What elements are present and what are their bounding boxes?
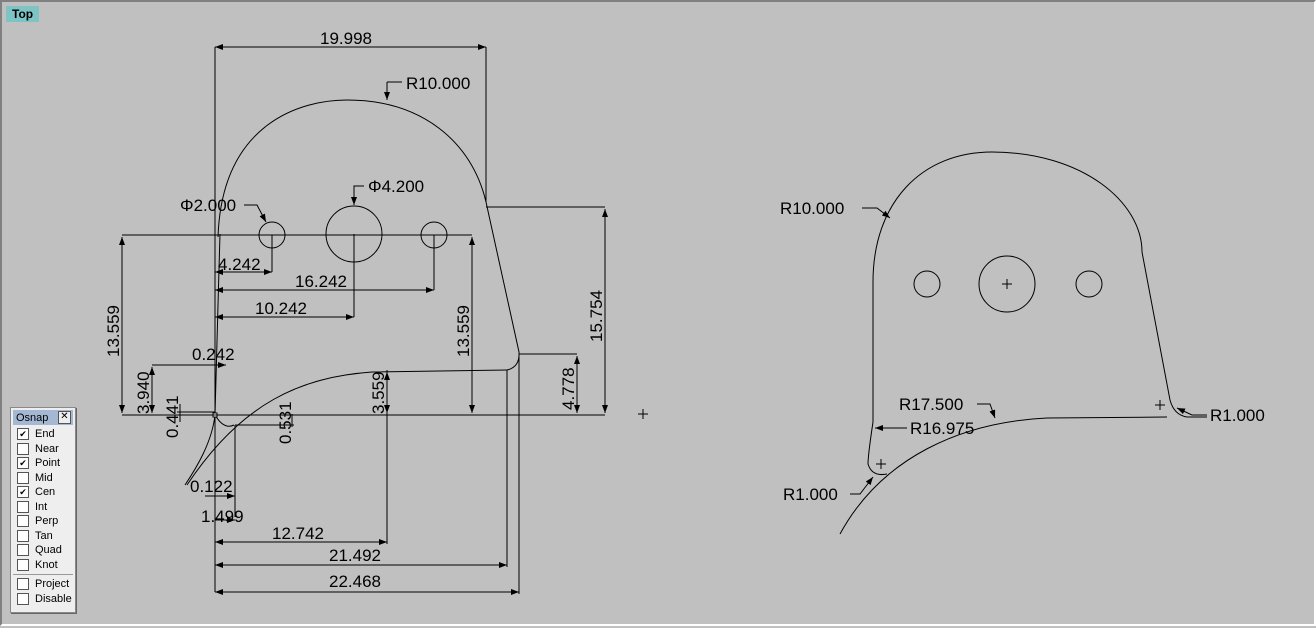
dim-dia-2: Φ2.000 <box>180 196 236 215</box>
option-label: Knot <box>35 558 58 571</box>
dim-0531: 0.531 <box>276 401 295 444</box>
osnap-option-knot[interactable]: Knot <box>11 558 75 573</box>
checkbox[interactable] <box>17 471 29 484</box>
dim-0122: 0.122 <box>190 477 233 496</box>
label-r1-right: R1.000 <box>1210 406 1265 425</box>
option-label: Perp <box>35 515 59 528</box>
option-label: Quad <box>35 544 62 557</box>
osnap-option-tan[interactable]: Tan <box>11 529 75 544</box>
dim-3559: 3.559 <box>369 371 388 414</box>
dim-13559-right: 13.559 <box>454 305 473 357</box>
checkbox[interactable]: ✔ <box>17 428 29 441</box>
dim-10242: 10.242 <box>255 299 307 318</box>
dim-12742: 12.742 <box>272 524 324 543</box>
dim-0441: 0.441 <box>163 395 182 438</box>
left-part-geometry <box>119 44 648 595</box>
dim-21492: 21.492 <box>329 546 381 565</box>
dim-15754: 15.754 <box>587 290 606 342</box>
checkbox[interactable] <box>17 442 29 455</box>
checkbox[interactable] <box>17 592 29 605</box>
left-dimension-labels: 19.998 R10.000 Φ2.000 Φ4.200 4.242 16.24… <box>104 29 606 591</box>
option-label: Project <box>35 578 70 591</box>
osnap-option-project[interactable]: Project <box>11 577 75 592</box>
option-label: Cen <box>35 486 56 499</box>
checkbox[interactable] <box>17 500 29 513</box>
osnap-option-cen[interactable]: ✔ Cen <box>11 485 75 500</box>
dim-4778: 4.778 <box>559 367 578 410</box>
option-label: Tan <box>35 529 53 542</box>
checkbox[interactable] <box>17 544 29 557</box>
osnap-option-point[interactable]: ✔ Point <box>11 456 75 471</box>
dim-0242: 0.242 <box>192 345 235 364</box>
divider <box>13 574 73 575</box>
dim-4242: 4.242 <box>218 255 261 274</box>
checkbox[interactable] <box>17 515 29 528</box>
option-label: Point <box>35 457 61 470</box>
right-part-geometry <box>839 151 1207 535</box>
osnap-option-disable[interactable]: Disable <box>11 592 75 607</box>
osnap-header[interactable]: Osnap ✕ <box>13 410 73 425</box>
dim-13559-left: 13.559 <box>104 305 123 357</box>
dim-19998: 19.998 <box>320 29 372 48</box>
checkbox[interactable] <box>17 578 29 591</box>
osnap-option-quad[interactable]: Quad <box>11 543 75 558</box>
osnap-option-perp[interactable]: Perp <box>11 514 75 529</box>
dim-22468: 22.468 <box>329 572 381 591</box>
label-r10-right: R10.000 <box>780 199 844 218</box>
right-labels: R10.000 R17.500 R16.975 R1.000 R1.000 <box>780 199 1265 504</box>
osnap-option-near[interactable]: Near <box>11 442 75 457</box>
osnap-option-end[interactable]: ✔ End <box>11 427 75 442</box>
dim-3940: 3.940 <box>134 371 153 414</box>
option-label: Disable <box>35 592 72 605</box>
option-label: End <box>35 428 55 441</box>
option-label: Near <box>35 442 59 455</box>
dim-1499: 1.499 <box>201 507 244 526</box>
osnap-option-int[interactable]: Int <box>11 500 75 515</box>
label-r1-left: R1.000 <box>783 485 838 504</box>
osnap-option-mid[interactable]: Mid <box>11 471 75 486</box>
viewport-title-tab[interactable]: Top <box>6 6 40 22</box>
close-icon[interactable]: ✕ <box>58 411 71 424</box>
option-label: Int <box>35 500 48 513</box>
checkbox[interactable] <box>17 558 29 571</box>
checkbox[interactable]: ✔ <box>17 457 29 470</box>
osnap-title: Osnap <box>16 411 49 424</box>
dim-r10-left: R10.000 <box>406 74 470 93</box>
checkbox[interactable]: ✔ <box>17 486 29 499</box>
option-label: Mid <box>35 471 53 484</box>
checkbox[interactable] <box>17 529 29 542</box>
label-r16975: R16.975 <box>910 419 974 438</box>
label-r17500: R17.500 <box>899 395 963 414</box>
dim-dia-4200: Φ4.200 <box>368 177 424 196</box>
dim-16242: 16.242 <box>295 272 347 291</box>
